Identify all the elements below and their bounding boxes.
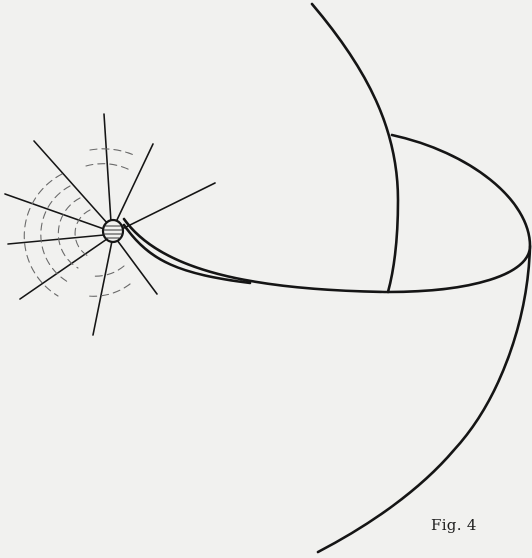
glow-arc <box>58 198 80 268</box>
star-oval <box>103 220 123 242</box>
star-ray <box>104 114 111 222</box>
star-ray <box>93 241 112 335</box>
star-ray <box>8 235 104 244</box>
glow-arc <box>75 210 90 256</box>
star-ray <box>124 183 215 228</box>
star-ray <box>34 141 108 224</box>
star-ray <box>116 144 153 222</box>
glow-arc <box>88 284 130 296</box>
glow-arc <box>90 149 136 156</box>
figure-caption: Fig. 4 <box>431 516 477 534</box>
outer-arc <box>312 4 398 292</box>
orbit-curves <box>124 4 530 552</box>
star-body <box>103 220 123 242</box>
inner-arc <box>124 135 530 292</box>
glow-arc <box>24 174 62 296</box>
glow-arc <box>92 266 124 276</box>
star-ray <box>5 194 104 229</box>
